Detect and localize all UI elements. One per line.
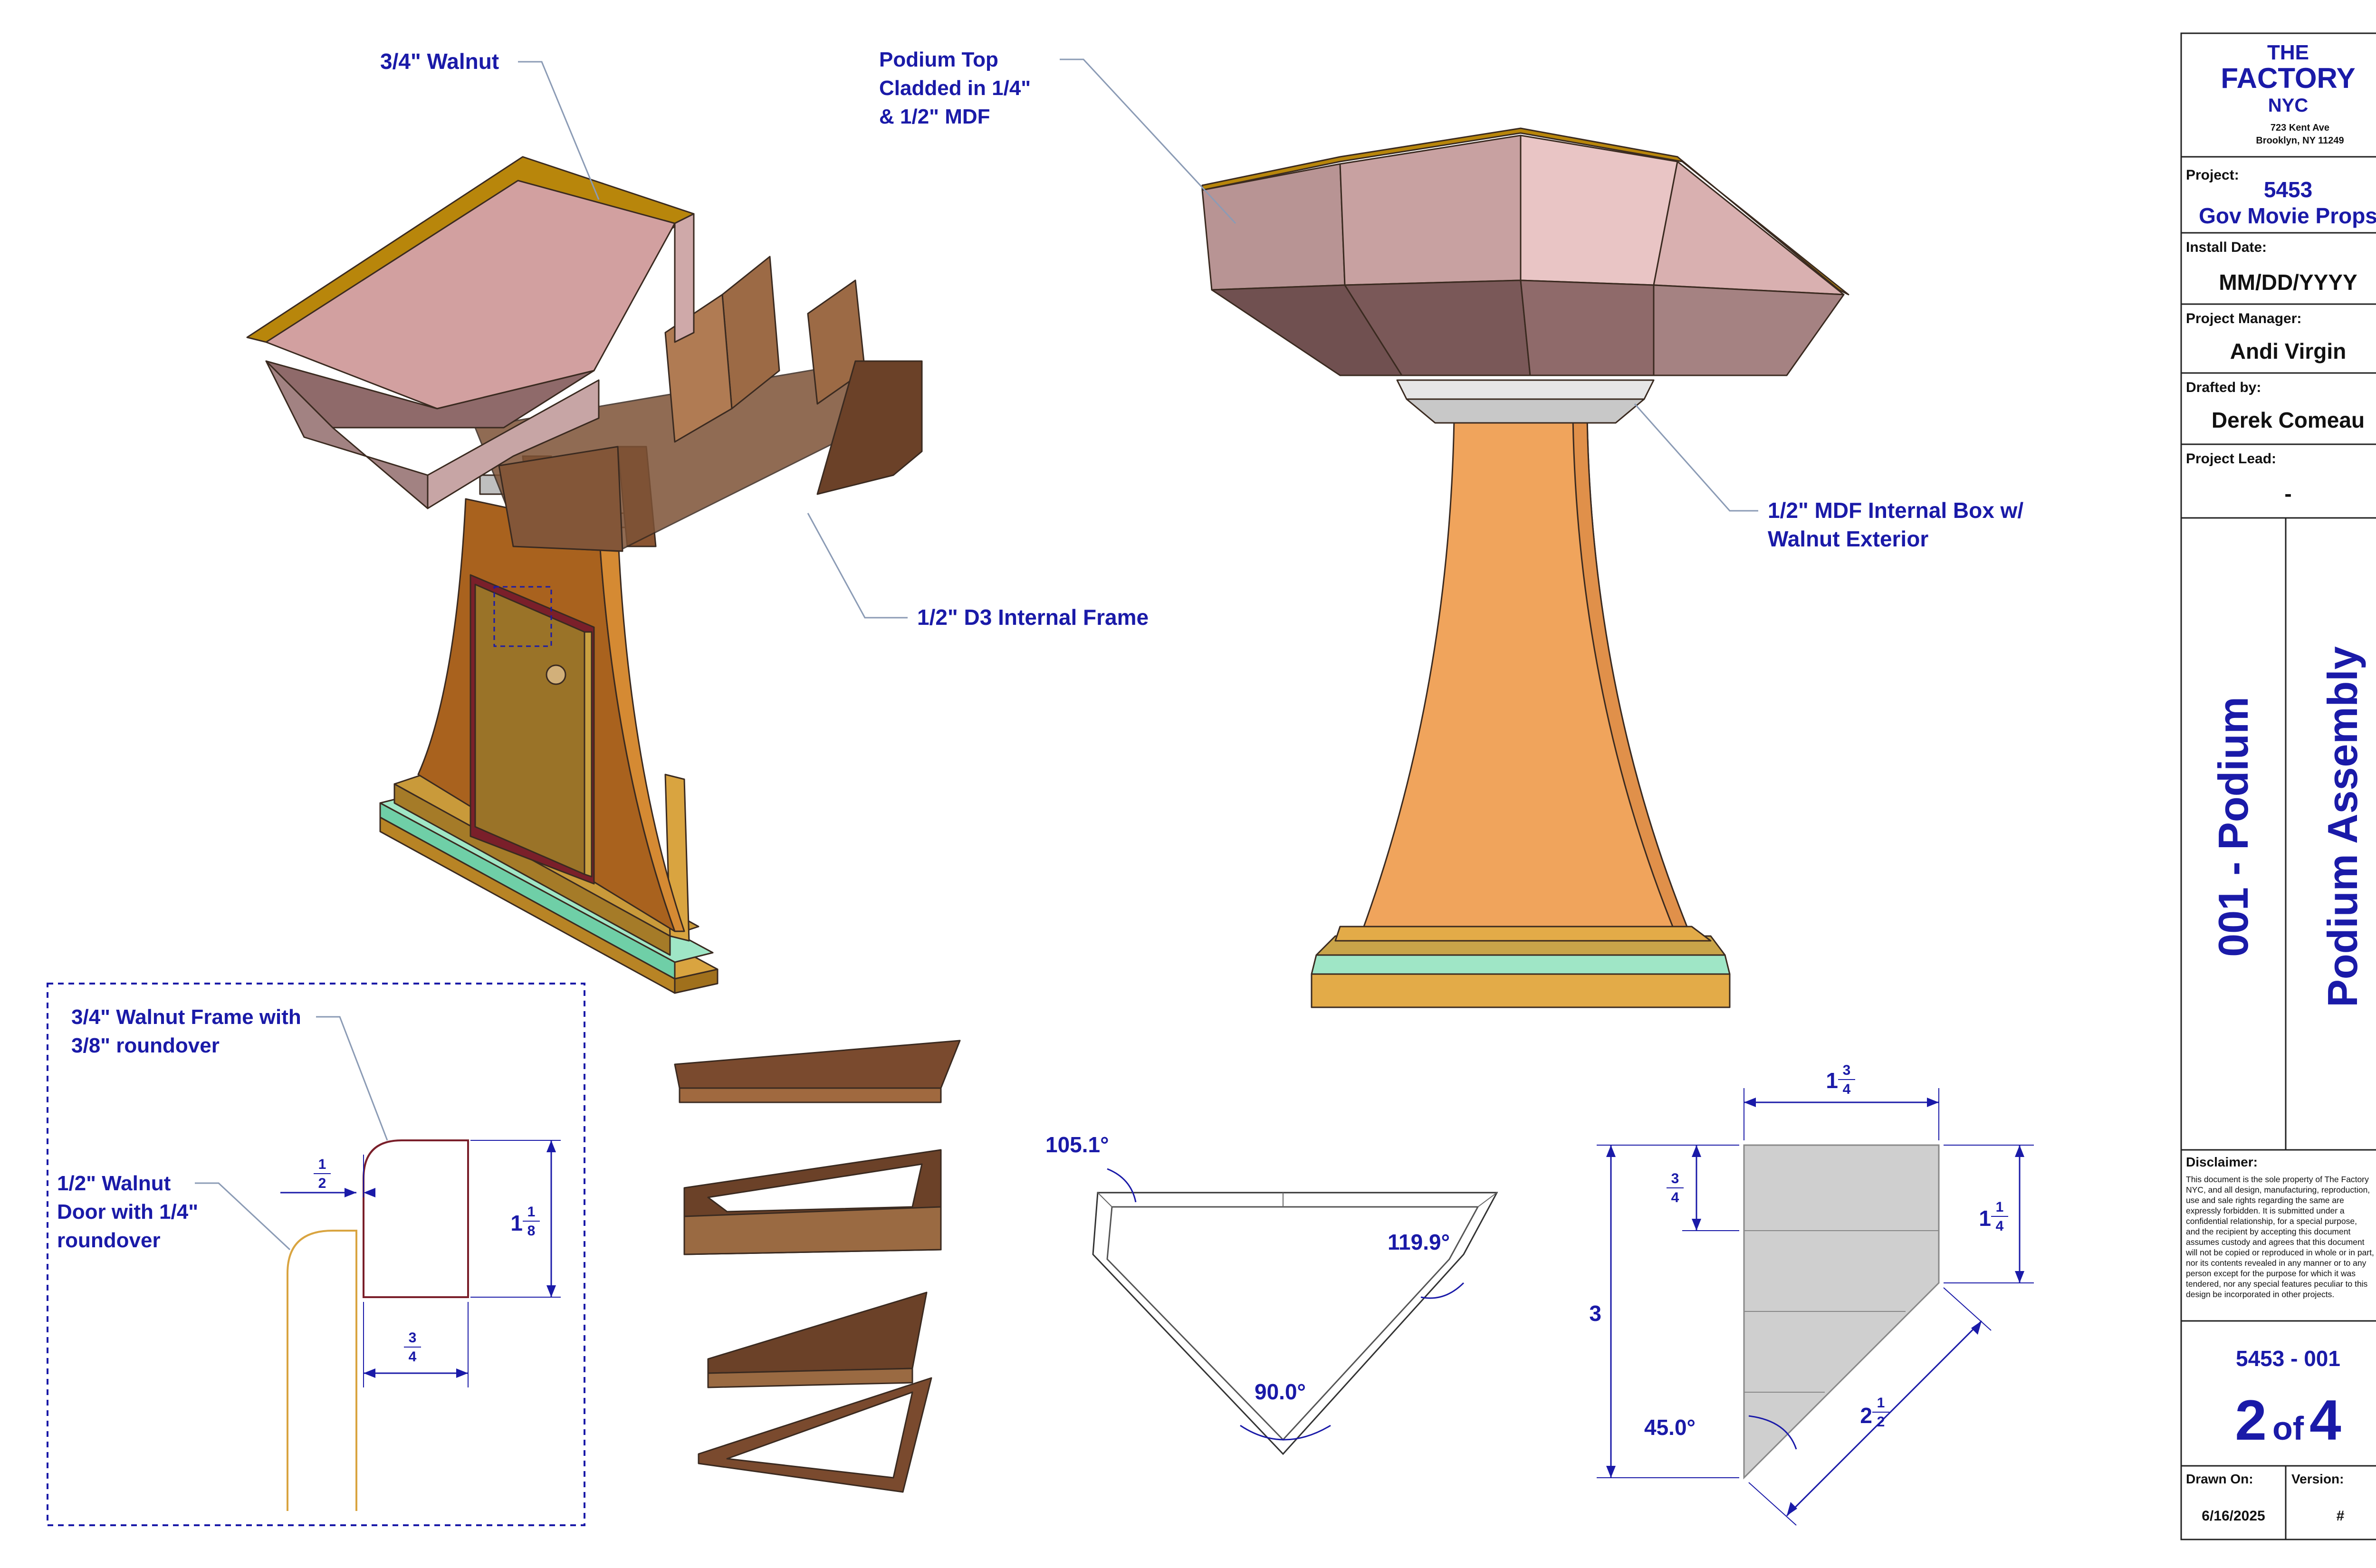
project-name: Gov Movie Props — [2199, 203, 2376, 228]
callout-walnut-top: 3/4" Walnut — [380, 49, 600, 200]
profile-dim-right-den: 4 — [1996, 1218, 2004, 1234]
disclaimer-line: NYC, and all design, manufacturing, repr… — [2186, 1185, 2370, 1195]
base-layers-exploded — [674, 1040, 961, 1493]
disclaimer-line: will not be copied or reproduced in whol… — [2185, 1248, 2374, 1257]
detail-dim-bottom-num: 3 — [409, 1330, 417, 1346]
version-label: Version: — [2291, 1472, 2344, 1486]
callout-walnut-door-line-2: Door with 1/4" — [57, 1200, 198, 1224]
callout-walnut-door-line-1: 1/2" Walnut — [57, 1172, 171, 1195]
profile-dim-left-small-num: 3 — [1671, 1171, 1679, 1186]
profile-dim-left-small-den: 4 — [1671, 1190, 1679, 1205]
address-line-2: Brooklyn, NY 11249 — [2256, 135, 2344, 146]
title-block: THE FACTORY NYC 723 Kent Ave Brooklyn, N… — [2180, 32, 2376, 1540]
disclaimer-line: This document is the sole property of Th… — [2186, 1175, 2369, 1184]
sheet-of: of — [2272, 1410, 2304, 1447]
callout-walnut-door-line-3: roundover — [57, 1229, 161, 1252]
disclaimer-line: assumes custody and agrees that this doc… — [2186, 1237, 2365, 1247]
disclaimer-line: confidential relationship, for a special… — [2186, 1216, 2357, 1226]
callout-internal-box-line-1: 1/2" MDF Internal Box w/ — [1768, 498, 2023, 523]
sheet-total: 4 — [2309, 1388, 2341, 1452]
disclaimer-line: and the recipient by accepting this docu… — [2186, 1227, 2350, 1236]
callout-internal-frame-text: 1/2" D3 Internal Frame — [917, 605, 1149, 630]
callout-internal-frame: 1/2" D3 Internal Frame — [807, 513, 1149, 630]
plan-outline: 105.1° 119.9° 90.0° — [1045, 1132, 1498, 1455]
profile-dim-diag-den: 2 — [1877, 1414, 1885, 1430]
detail-dim-top-num: 1 — [318, 1157, 326, 1172]
disclaimer-text: This document is the sole property of Th… — [2185, 1175, 2374, 1299]
vertical-title-2: Podium Assembly — [2319, 646, 2366, 1007]
address-line-1: 723 Kent Ave — [2271, 123, 2329, 133]
drawing-number: 5453 - 001 — [2236, 1346, 2340, 1371]
logo-line-1: THE — [2267, 41, 2309, 64]
install-value: MM/DD/YYYY — [2219, 270, 2357, 295]
profile-dim-left-big: 3 — [1589, 1301, 1601, 1326]
disclaimer-line: person except for the purpose for which … — [2186, 1269, 2356, 1278]
version-value: # — [2337, 1508, 2345, 1524]
install-label: Install Date: — [2186, 239, 2267, 255]
profile-dim-top-num: 3 — [1843, 1062, 1851, 1078]
disclaimer-line: nor its contents revealed in any manner … — [2186, 1258, 2366, 1268]
logo-line-2: FACTORY — [2221, 62, 2355, 94]
callout-podium-top-line-1: Podium Top — [879, 48, 998, 71]
profile-dim-right-num: 1 — [1996, 1199, 2004, 1215]
profile-dim-right-whole: 1 — [1979, 1206, 1991, 1231]
side-profile: 1 3 4 3 4 3 1 1 4 2 1 — [1589, 1062, 2034, 1526]
detail-dim-right-den: 8 — [527, 1223, 536, 1239]
callout-walnut-frame-line-1: 3/4" Walnut Frame with — [71, 1005, 301, 1029]
callout-internal-box: 1/2" MDF Internal Box w/ Walnut Exterior — [1634, 403, 2023, 551]
lead-value: - — [2284, 481, 2291, 506]
project-number: 5453 — [2264, 177, 2312, 202]
callout-podium-top-line-3: & 1/2" MDF — [879, 105, 990, 128]
drawn-value: 6/16/2025 — [2202, 1508, 2265, 1524]
disclaimer-line: design be incorporated in other projects… — [2186, 1290, 2334, 1299]
project-label: Project: — [2186, 167, 2239, 183]
plan-angle-3: 90.0° — [1255, 1379, 1306, 1404]
iso-podium-assembled — [1201, 127, 1849, 1008]
vertical-title-1: 001 - Podium — [2210, 697, 2257, 957]
disclaimer-line: tendered, nor any special features pecul… — [2186, 1279, 2368, 1289]
detail-dim-bottom-den: 4 — [409, 1349, 417, 1365]
plan-angle-2: 119.9° — [1388, 1230, 1450, 1254]
detail-dim-right-whole: 1 — [510, 1211, 523, 1235]
profile-dim-top-den: 4 — [1843, 1081, 1851, 1097]
profile-dim-top-whole: 1 — [1826, 1068, 1838, 1093]
callout-walnut-top-text: 3/4" Walnut — [380, 49, 499, 74]
logo-line-3: NYC — [2268, 95, 2308, 116]
callout-walnut-frame-line-2: 3/8" roundover — [71, 1034, 220, 1057]
plan-angle-1: 105.1° — [1045, 1132, 1109, 1157]
callout-podium-top: Podium Top Cladded in 1/4" & 1/2" MDF — [879, 48, 1236, 224]
drafted-value: Derek Comeau — [2212, 408, 2365, 432]
detail-door-frame: 3/4" Walnut Frame with 3/8" roundover 1/… — [47, 983, 585, 1526]
profile-dim-diag-num: 1 — [1877, 1395, 1885, 1411]
detail-dim-top-den: 2 — [318, 1176, 326, 1191]
sheet-number: 2 — [2235, 1388, 2267, 1452]
disclaimer-line: expressly forbidden. It is submitted und… — [2186, 1206, 2345, 1215]
profile-dim-diag-whole: 2 — [1860, 1403, 1872, 1428]
lead-label: Project Lead: — [2186, 451, 2276, 467]
disclaimer-label: Disclaimer: — [2186, 1155, 2258, 1169]
disclaimer-line: use and sale rights regarding the same a… — [2186, 1195, 2344, 1205]
profile-angle: 45.0° — [1644, 1415, 1696, 1440]
pm-label: Project Manager: — [2186, 311, 2301, 326]
iso-podium-exploded — [246, 156, 923, 994]
detail-dim-right-num: 1 — [527, 1204, 536, 1220]
pm-value: Andi Virgin — [2230, 339, 2347, 363]
callout-internal-box-line-2: Walnut Exterior — [1768, 526, 1928, 551]
drawn-label: Drawn On: — [2186, 1472, 2253, 1486]
drafted-label: Drafted by: — [2186, 380, 2261, 395]
callout-podium-top-line-2: Cladded in 1/4" — [879, 76, 1031, 100]
